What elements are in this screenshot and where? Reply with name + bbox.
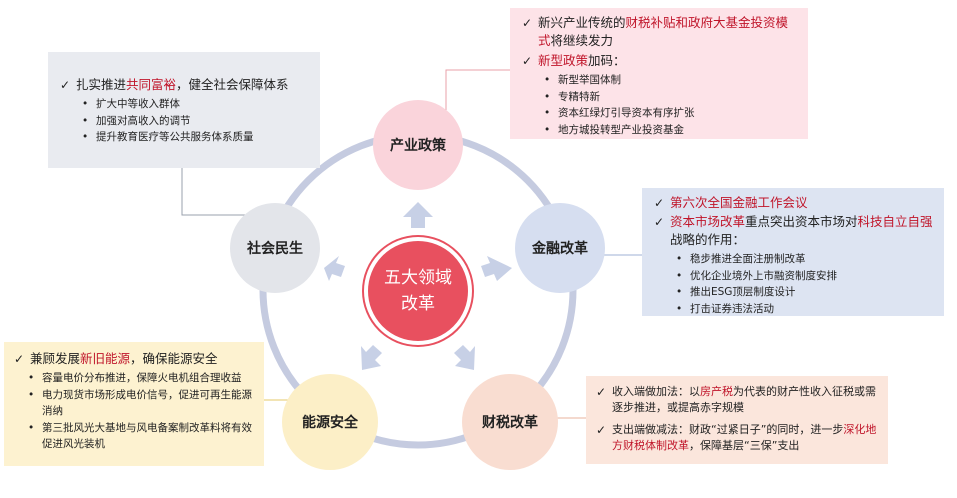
social-p1-highlight: 共同富裕 [126, 77, 177, 92]
industry-p2-highlight: 新型政策 [538, 53, 589, 68]
arrow-down-right [454, 345, 475, 370]
fiscal-point-2: 支出端做减法：财政“过紧日子”的同时，进一步深化地方财税体制改革，保障基层“三保… [596, 422, 880, 454]
fiscal-p2-tail: ，保障基层“三保”支出 [689, 439, 800, 452]
industry-p2-text: 加码： [588, 53, 626, 68]
center-line2: 改革 [401, 294, 435, 314]
finance-p2-highlight-2: 科技自立自强 [857, 214, 933, 229]
fiscal-p1-tail: 为代表的财产性收入征税或需逐步推进，或提高赤字规模 [612, 385, 876, 414]
center-node: 五大领域 改革 [364, 237, 472, 345]
industry-point-1: 新兴产业传统的财税补贴和政府大基金投资模式将继续发力 [522, 14, 798, 50]
finance-p2-highlight: 资本市场改革 [670, 214, 746, 229]
energy-p1-text: 兼顾发展 [30, 351, 81, 366]
list-item: 推出ESG顶层制度设计 [676, 284, 934, 301]
social-point-1: 扎实推进共同富裕，健全社会保障体系 [60, 76, 310, 94]
social-list: 扩大中等收入群体 加强对高收入的调节 提升教育医疗等公共服务体系质量 [60, 96, 310, 146]
finance-p1-highlight: 第六次全国金融工作会议 [670, 195, 808, 210]
finance-p2-tail: 战略的作用： [670, 232, 746, 247]
list-item: 打击证券违法活动 [676, 301, 934, 318]
energy-p1-highlight: 新旧能源 [80, 351, 131, 366]
node-industry-policy: 产业政策 [373, 100, 463, 190]
list-item: 容量电价分布推进，保障火电机组合理收益 [28, 370, 256, 387]
arrow-left [324, 256, 345, 281]
arrow-up [403, 202, 433, 228]
financial-reform-box: 第六次全国金融工作会议 资本市场改革重点突出资本市场对科技自立自强战略的作用： … [642, 188, 944, 317]
industry-p1-tail: 将继续发力 [550, 33, 614, 48]
fiscal-p2-highlight: 深化地方财税体制改革 [612, 423, 877, 452]
list-item: 电力现货市场形成电价信号，促进可再生能源消纳 [28, 387, 256, 420]
social-p1-tail: ，健全社会保障体系 [176, 77, 289, 92]
fiscal-reform-box: 收入端做加法：以房产税为代表的财产性收入征税或需逐步推进，或提高赤字规模 支出端… [586, 376, 888, 464]
fiscal-p1-text: 收入端做加法：以 [612, 385, 700, 398]
list-item: 扩大中等收入群体 [82, 96, 310, 113]
energy-p1-tail: ，确保能源安全 [130, 351, 218, 366]
node-social-label: 社会民生 [247, 241, 303, 257]
node-industry-label: 产业政策 [390, 138, 446, 154]
node-financial-reform: 金融改革 [515, 203, 605, 293]
energy-point-1: 兼顾发展新旧能源，确保能源安全 [14, 350, 256, 368]
connector-social [181, 168, 262, 216]
node-fiscal-label: 财税改革 [482, 415, 538, 431]
industry-policy-box: 新兴产业传统的财税补贴和政府大基金投资模式将继续发力 新型政策加码： 新型举国体… [510, 8, 808, 139]
finance-p2-text: 重点突出资本市场对 [745, 214, 858, 229]
finance-point-1: 第六次全国金融工作会议 [654, 194, 934, 212]
fiscal-p2-text: 支出端做减法：财政“过紧日子”的同时，进一步 [612, 423, 844, 436]
energy-security-box: 兼顾发展新旧能源，确保能源安全 容量电价分布推进，保障火电机组合理收益 电力现货… [4, 342, 264, 466]
list-item: 优化企业境外上市融资制度安排 [676, 268, 934, 285]
energy-list: 容量电价分布推进，保障火电机组合理收益 电力现货市场形成电价信号，促进可再生能源… [14, 370, 256, 453]
arrow-right [481, 256, 512, 281]
list-item: 地方城投转型产业投资基金 [544, 122, 798, 139]
connector-industry [445, 69, 510, 110]
node-fiscal-reform: 财税改革 [462, 374, 558, 470]
node-energy-security: 能源安全 [282, 374, 378, 470]
list-item: 新型举国体制 [544, 72, 798, 89]
list-item: 第三批风光大基地与风电备案制改革料将有效促进风光装机 [28, 420, 256, 453]
industry-p1-text: 新兴产业传统的 [538, 15, 626, 30]
fiscal-point-1: 收入端做加法：以房产税为代表的财产性收入征税或需逐步推进，或提高赤字规模 [596, 384, 880, 416]
list-item: 专精特新 [544, 89, 798, 106]
list-item: 提升教育医疗等公共服务体系质量 [82, 129, 310, 146]
node-energy-label: 能源安全 [302, 415, 358, 431]
fiscal-p1-highlight: 房产税 [700, 385, 733, 398]
list-item: 稳步推进全面注册制改革 [676, 251, 934, 268]
social-p1-text: 扎实推进 [76, 77, 127, 92]
industry-list: 新型举国体制 专精特新 资本红绿灯引导资本有序扩张 地方城投转型产业投资基金 [522, 72, 798, 138]
industry-p1-highlight: 财税补贴和政府大基金投资模式 [538, 15, 789, 48]
list-item: 加强对高收入的调节 [82, 113, 310, 130]
center-line1: 五大领域 [384, 268, 452, 288]
social-livelihood-box: 扎实推进共同富裕，健全社会保障体系 扩大中等收入群体 加强对高收入的调节 提升教… [48, 52, 320, 168]
finance-list: 稳步推进全面注册制改革 优化企业境外上市融资制度安排 推出ESG顶层制度设计 打… [654, 251, 934, 317]
finance-point-2: 资本市场改革重点突出资本市场对科技自立自强战略的作用： [654, 213, 934, 249]
node-social-livelihood: 社会民生 [230, 203, 320, 293]
list-item: 资本红绿灯引导资本有序扩张 [544, 105, 798, 122]
arrow-down-left [361, 345, 382, 370]
node-finance-label: 金融改革 [532, 241, 588, 257]
industry-point-2: 新型政策加码： [522, 52, 798, 70]
